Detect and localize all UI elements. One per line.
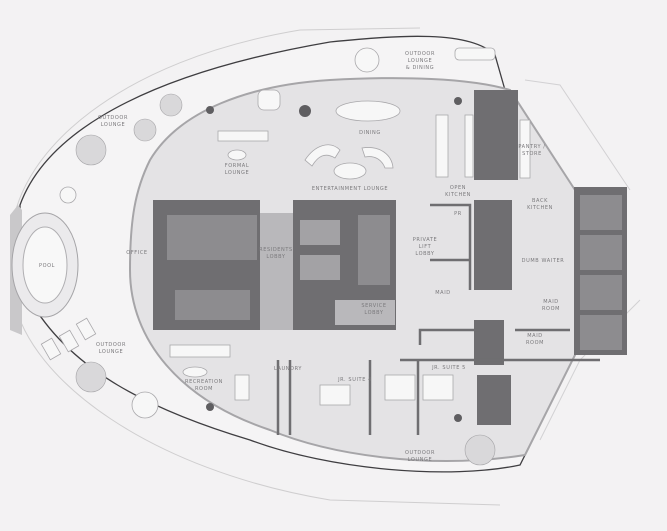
kitchen-counter <box>464 114 474 178</box>
outdoor-dining-table-sw <box>131 391 159 419</box>
stair-central <box>358 215 390 285</box>
sun-lounger-2 <box>58 329 80 353</box>
outdoor-planter-s <box>464 434 496 466</box>
sun-lounger-3 <box>75 317 97 341</box>
terrace-edge-line <box>11 27 501 506</box>
pantry-counter <box>519 119 531 179</box>
core-west-inner <box>167 215 257 260</box>
label-maid: MAID <box>435 290 450 296</box>
bed-suite-5 <box>422 374 454 401</box>
entertainment-sofa-1 <box>304 144 341 167</box>
east-tower-cell-3 <box>580 275 622 310</box>
column-2 <box>299 105 311 117</box>
column-1 <box>206 106 214 114</box>
column-4 <box>206 403 214 411</box>
label-entertainment-lounge: ENTERTAINMENT LOUNGE <box>312 186 388 192</box>
service-lobby-area <box>335 300 395 325</box>
label-pr: PR <box>454 211 462 217</box>
bed-suite-4 <box>384 374 416 401</box>
dining-table <box>335 100 401 122</box>
outdoor-planter-nw2 <box>133 118 157 142</box>
formal-table <box>227 149 247 161</box>
outdoor-round-table-nw <box>59 186 77 204</box>
label-office: OFFICE <box>126 250 147 256</box>
lift-2 <box>300 255 340 280</box>
bed-suite-3 <box>319 384 351 406</box>
outdoor-planter-nw <box>75 134 107 166</box>
outdoor-dining-table-ne <box>354 47 380 73</box>
lift-1 <box>300 220 340 245</box>
recreation-sofa <box>169 344 231 358</box>
grand-piano <box>257 89 281 111</box>
label-dining: DINING <box>359 130 381 136</box>
sun-lounger-1 <box>40 337 62 361</box>
core-west-stair <box>175 290 250 320</box>
east-tower-cell-2 <box>580 235 622 270</box>
label-pool: POOL <box>39 263 55 269</box>
label-dumb-waiter: DUMB WAITER <box>522 258 565 264</box>
formal-sofa <box>217 130 269 142</box>
label-jr-suite-4: JR. SUITE 4 <box>337 377 372 383</box>
service-core-lower <box>474 320 504 365</box>
residents-lobby-area <box>260 213 293 330</box>
suite-core <box>477 375 511 425</box>
outdoor-planter-nw3 <box>159 93 183 117</box>
outdoor-sofa-ne <box>454 47 496 61</box>
label-jr-suite-5: JR. SUITE 5 <box>431 365 466 371</box>
label-pantry-store: PANTRY /STORE <box>518 144 545 157</box>
pool-table <box>234 374 250 401</box>
kitchen-core <box>474 90 518 180</box>
east-tower-cell-4 <box>580 315 622 350</box>
east-tower-cell-1 <box>580 195 622 230</box>
entertainment-sofa-2 <box>361 147 394 169</box>
column-5 <box>454 414 462 422</box>
label-laundry: LAUNDRY <box>274 366 302 372</box>
column-3 <box>454 97 462 105</box>
service-core <box>474 200 512 290</box>
entertainment-table <box>333 162 367 180</box>
pool-water <box>22 226 68 304</box>
kitchen-island <box>435 114 449 178</box>
outdoor-planter-sw <box>75 361 107 393</box>
interior-walls <box>276 203 600 435</box>
recreation-table <box>182 366 208 378</box>
